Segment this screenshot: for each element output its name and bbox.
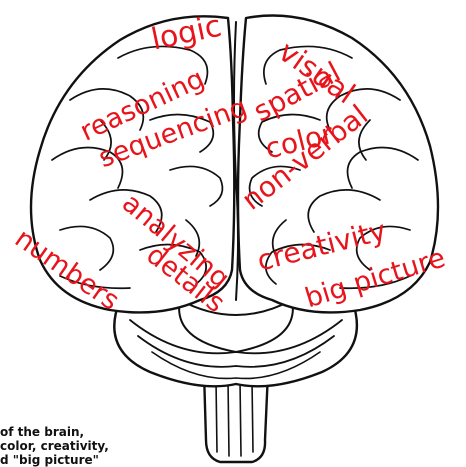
caption-line-1: of the brain, xyxy=(0,425,84,439)
caption-line-2: color, creativity, xyxy=(0,439,109,453)
